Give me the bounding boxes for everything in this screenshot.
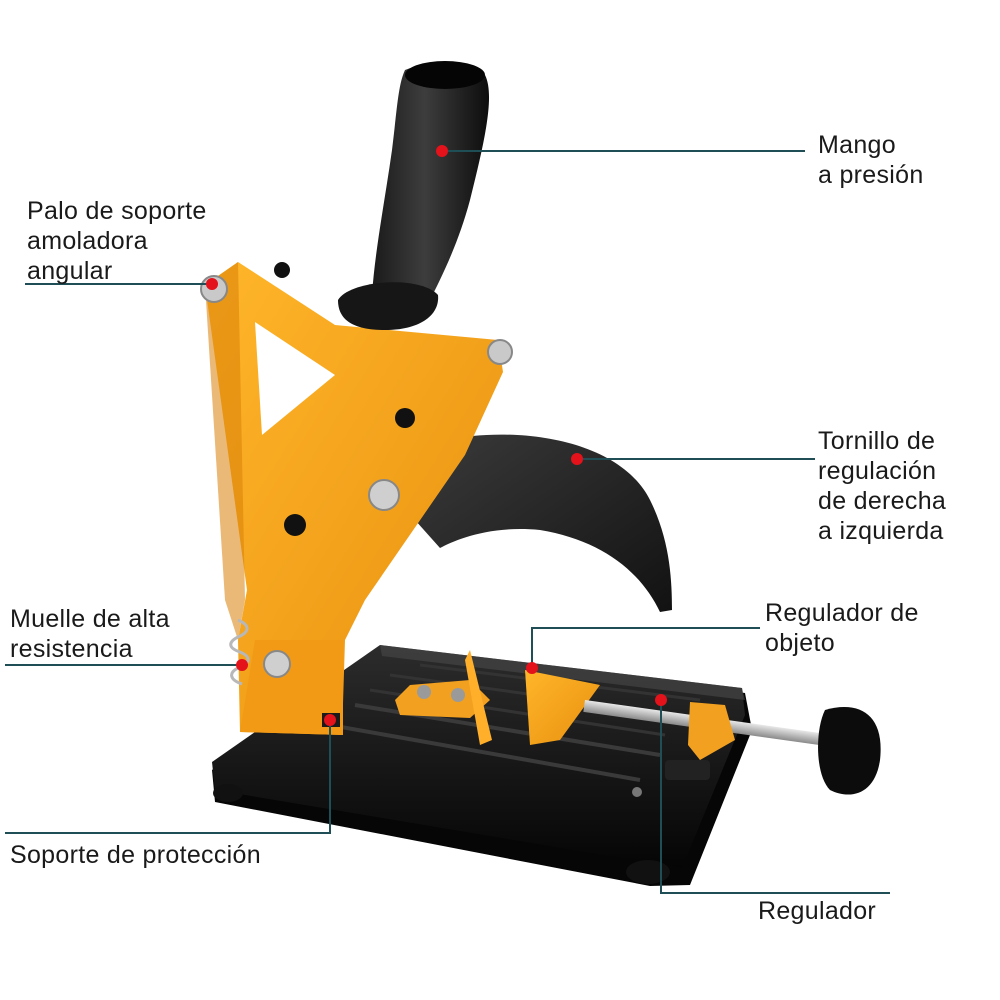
marker-soporte (324, 714, 336, 726)
marker-regulador (655, 694, 667, 706)
label-regulador-de-objeto: Regulador de objeto (765, 599, 919, 657)
leader-line-soporte (5, 720, 331, 834)
label-muelle: Muelle de alta resistencia (10, 605, 170, 663)
marker-palo (206, 278, 218, 290)
label-soporte-de-proteccion: Soporte de protección (10, 841, 261, 869)
label-palo-de-soporte: Palo de soporte amoladora angular (27, 197, 207, 285)
spring (229, 618, 250, 686)
blade-guard (415, 434, 672, 612)
marker-regulador-objeto (526, 662, 538, 674)
adjust-rod (583, 700, 881, 795)
marker-mango (436, 145, 448, 157)
leader-line-regulador-objeto (531, 627, 760, 668)
label-tornillo-de-regulacion: Tornillo de regulación de derecha a izqu… (818, 427, 947, 545)
orange-frame (205, 262, 503, 735)
label-regulador: Regulador (758, 897, 877, 925)
handle (338, 61, 490, 330)
marker-tornillo (571, 453, 583, 465)
leader-line-regulador (660, 700, 890, 894)
marker-muelle (236, 659, 248, 671)
label-mango: Mango a presión (818, 131, 924, 189)
bolts (200, 262, 513, 727)
object-clamp (395, 650, 600, 745)
